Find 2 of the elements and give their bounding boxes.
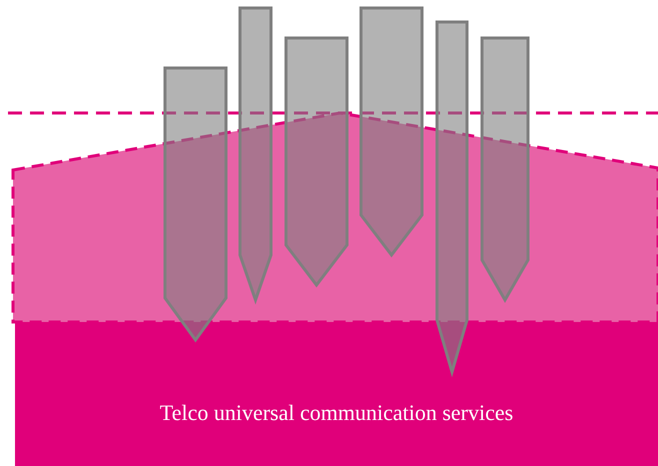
service-label: Telco universal communication services (158, 400, 514, 426)
service-band (15, 322, 658, 466)
